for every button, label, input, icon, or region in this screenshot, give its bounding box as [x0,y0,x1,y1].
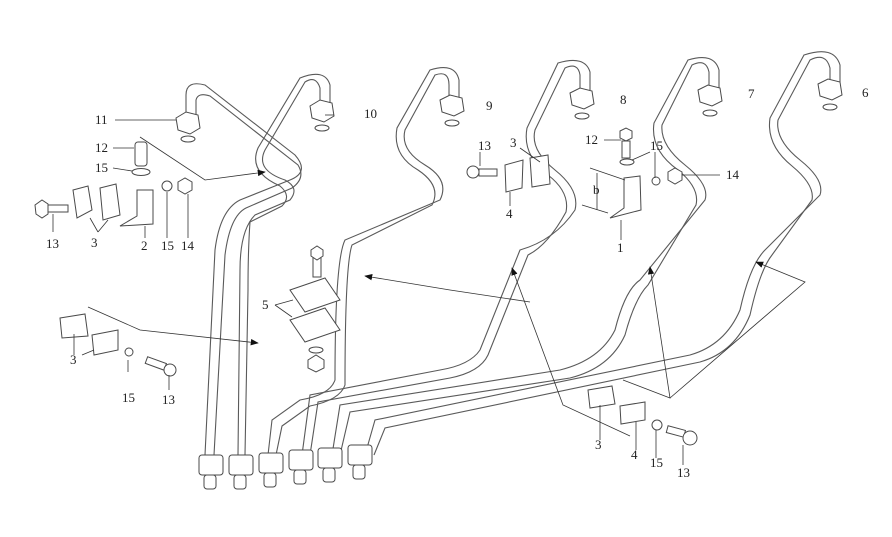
clamp-3-mid-left [59,313,119,356]
label-10: 10 [364,106,377,121]
nut-14-top-left [177,177,193,195]
label-13-mid-left: 13 [162,392,175,407]
pipe-nut-11 [175,111,201,143]
clamp-3-top-left [72,183,121,221]
bolt-12-top-left [134,141,148,167]
label-11: 11 [95,112,108,127]
label-15-top-left: 15 [95,160,108,175]
mid-left-leaders [73,306,259,390]
middle-leaders [274,274,531,318]
bolt-13-top-center [466,165,498,179]
clamp-4-top-center [504,159,524,193]
clamp-3-bottom-right [587,385,616,409]
label-4-top-center: 4 [506,206,513,221]
lower-pipe-nuts [198,444,373,490]
label-5-middle: 5 [262,297,269,312]
label-12-top-right: 12 [585,132,598,147]
pipe-11 [185,83,302,456]
label-15-top-right: 15 [650,138,663,153]
label-6: 6 [862,85,869,100]
pipe-9 [267,67,460,456]
label-15b-top-left: 15 [161,238,174,253]
pipe-7 [331,57,720,456]
washer-15-small-top-left [161,180,173,192]
label-12-top-left: 12 [95,140,108,155]
top-center-leaders [479,147,541,206]
pipe-nut-7 [697,84,723,117]
label-8: 8 [620,92,627,107]
washer-15-mid-left [124,347,134,357]
pipe-8 [301,59,591,456]
pipe-nut-6 [817,78,843,111]
label-15-bottom-right: 15 [650,455,663,470]
top-right-leaders [581,139,720,240]
label-4-bottom-right: 4 [631,447,638,462]
bottom-right-leaders [511,261,806,465]
label-3-top-left: 3 [91,235,98,250]
bolt-13-top-left [34,199,69,219]
label-2-top-left: 2 [141,238,148,253]
bolt-12-top-right [619,127,633,159]
label-13-bottom-right: 13 [677,465,690,480]
label-7: 7 [748,86,755,101]
callout-labels: 11 10 9 8 7 6 12 15 13 3 2 15 14 5 3 15 … [46,85,869,480]
label-3-top-center: 3 [510,135,517,150]
label-15-mid-left: 15 [122,390,135,405]
label-14-top-right: 14 [726,167,740,182]
label-9: 9 [486,98,493,113]
top-left-leaders [52,114,334,238]
washer-15-bottom-right [651,419,663,431]
label-13-top-left: 13 [46,236,59,251]
clamp-3-top-center [529,154,551,188]
pipe-nut-9 [439,94,465,127]
label-1-top-right: 1 [617,240,624,255]
pipe-6 [364,51,841,456]
bracket-1-top-right [609,175,642,219]
bolt-13-mid-left [144,356,177,377]
label-14-top-left: 14 [181,238,195,253]
bracket-2-top-left [119,189,154,227]
bolt-13-bottom-right [665,425,698,446]
pipe-nut-10 [309,99,335,132]
pipe-nut-8 [569,87,595,120]
washer-15-small-top-right [651,176,661,186]
label-3-mid-left: 3 [70,352,77,367]
clamp-4-bottom-right [619,401,646,425]
label-3-bottom-right: 3 [595,437,602,452]
pipe-10 [237,73,331,456]
label-13-top-center: 13 [478,138,491,153]
clamp-5-middle [289,245,341,373]
nut-14-top-right [667,167,683,185]
label-b-dimension: b [593,182,600,197]
washer-15-top-left [131,168,151,176]
washer-15-top-right [619,158,635,166]
